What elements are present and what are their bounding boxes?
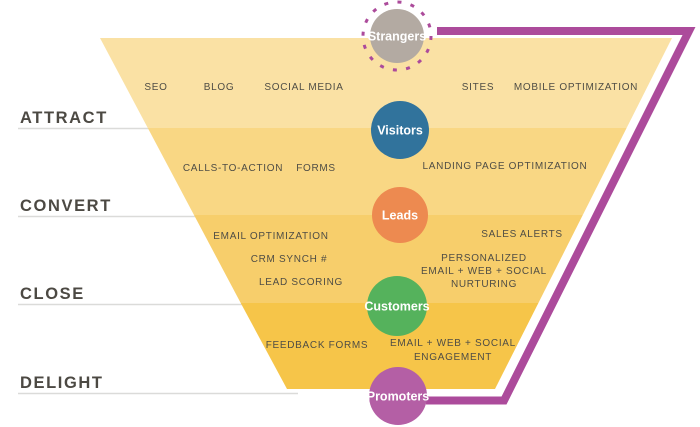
- stage-label-delight: DELIGHT: [20, 374, 104, 392]
- tactic-personalized-line3: NURTURING: [451, 279, 517, 290]
- customers-label: Customers: [364, 300, 429, 314]
- stage-label-close: CLOSE: [20, 285, 85, 303]
- tactic-feedback-forms: FEEDBACK FORMS: [266, 340, 369, 351]
- tactic-mobile-optimization: MOBILE OPTIMIZATION: [514, 82, 638, 93]
- stage-label-convert: CONVERT: [20, 197, 112, 215]
- visitors-label: Visitors: [377, 124, 423, 138]
- visitors-circle: [371, 101, 429, 159]
- strangers-label: Strangers: [368, 30, 426, 44]
- funnel-band-close: [194, 215, 583, 303]
- leads-label: Leads: [382, 209, 418, 223]
- tactic-social-media: SOCIAL MEDIA: [264, 82, 343, 93]
- tactic-crm-synch: CRM SYNCH #: [251, 254, 328, 265]
- tactic-landing-page-optimization: LANDING PAGE OPTIMIZATION: [423, 161, 588, 172]
- tactic-personalized-line1: PERSONALIZED: [441, 253, 527, 264]
- tactic-personalized-line2: EMAIL + WEB + SOCIAL: [421, 266, 547, 277]
- tactic-forms: FORMS: [296, 163, 336, 174]
- promoters-label: Promoters: [367, 390, 430, 404]
- tactic-seo: SEO: [144, 82, 167, 93]
- tactic-engagement-line2: ENGAGEMENT: [414, 352, 492, 363]
- tactic-engagement-line1: EMAIL + WEB + SOCIAL: [390, 338, 516, 349]
- stage-label-attract: ATTRACT: [20, 109, 108, 127]
- tactic-sites: SITES: [462, 82, 494, 93]
- tactic-sales-alerts: SALES ALERTS: [481, 229, 563, 240]
- tactic-blog: BLOG: [204, 82, 235, 93]
- strangers-circle: [370, 9, 424, 63]
- funnel-band-attract: [100, 38, 672, 128]
- funnel-band-convert: [147, 128, 627, 215]
- leads-circle: [372, 187, 428, 243]
- promoters-circle: [369, 367, 427, 425]
- tactic-lead-scoring: LEAD SCORING: [259, 277, 343, 288]
- tactic-email-optimization: EMAIL OPTIMIZATION: [213, 231, 328, 242]
- tactic-calls-to-action: CALLS-TO-ACTION: [183, 163, 283, 174]
- customers-circle: [367, 276, 427, 336]
- funnel-band-delight: [240, 303, 539, 389]
- funnel-flow-outline: [426, 27, 696, 405]
- strangers-dashed-ring: [361, 0, 433, 72]
